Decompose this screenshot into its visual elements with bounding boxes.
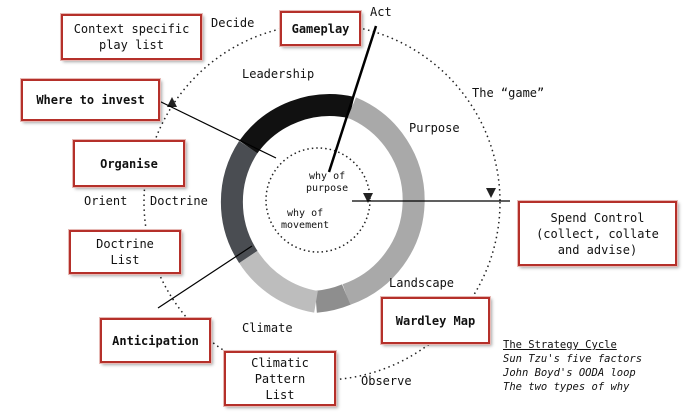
- legend-title: The Strategy Cycle: [503, 339, 617, 351]
- ring-segment-doctrine: [220, 141, 258, 263]
- ring-segment-purpose: [342, 97, 425, 305]
- why-of-purpose-label: why of purpose: [306, 171, 349, 194]
- legend-item: Sun Tzu's five factors: [503, 353, 643, 365]
- anticipation-box[interactable]: Anticipation: [100, 318, 211, 363]
- doctrine-label: Doctrine: [150, 194, 208, 208]
- legend-item: John Boyd's OODA loop: [503, 367, 636, 379]
- anticipation-line: [157, 245, 253, 309]
- why-circle: [265, 147, 371, 253]
- wardley-map-box[interactable]: Wardley Map: [381, 297, 490, 344]
- orient-label: Orient: [84, 194, 128, 208]
- purpose-label: Purpose: [409, 121, 460, 135]
- act-label: Act: [370, 5, 392, 19]
- climatic-pattern-list-box[interactable]: Climatic Pattern List: [224, 351, 336, 406]
- outer-loop-arrow-left: [167, 97, 177, 107]
- climate-label: Climate: [242, 321, 293, 335]
- ooda-loop-outer: [143, 23, 501, 381]
- leadership-label: Leadership: [242, 67, 315, 81]
- where-to-invest-line: [156, 99, 277, 159]
- act-line: [327, 25, 378, 173]
- observe-label: Observe: [361, 374, 412, 388]
- decide-label: Decide: [211, 16, 255, 30]
- spend-control-box[interactable]: Spend Control (collect, collate and advi…: [518, 201, 677, 266]
- gameplay-box[interactable]: Gameplay: [280, 11, 361, 46]
- ring-segment-climate: [239, 250, 319, 313]
- context-play-list-box[interactable]: Context specific play list: [61, 14, 202, 60]
- why-circle-arrow: [363, 193, 373, 203]
- landscape-label: Landscape: [389, 276, 455, 290]
- where-to-invest-box[interactable]: Where to invest: [21, 79, 160, 121]
- organise-box[interactable]: Organise: [73, 140, 185, 187]
- ring-segment-leadership: [239, 94, 355, 154]
- strategy-ring: [220, 94, 425, 313]
- strategy-cycle-legend: The Strategy Cycle Sun Tzu's five factor…: [503, 338, 642, 394]
- outer-loop-arrow-right: [486, 188, 496, 198]
- ring-segment-landscape: [314, 284, 351, 313]
- doctrine-list-box[interactable]: Doctrine List: [69, 230, 181, 274]
- the-game-label: The “game”: [472, 86, 545, 100]
- why-of-movement-label: why of movement: [281, 208, 330, 231]
- legend-item: The two types of why: [503, 381, 630, 393]
